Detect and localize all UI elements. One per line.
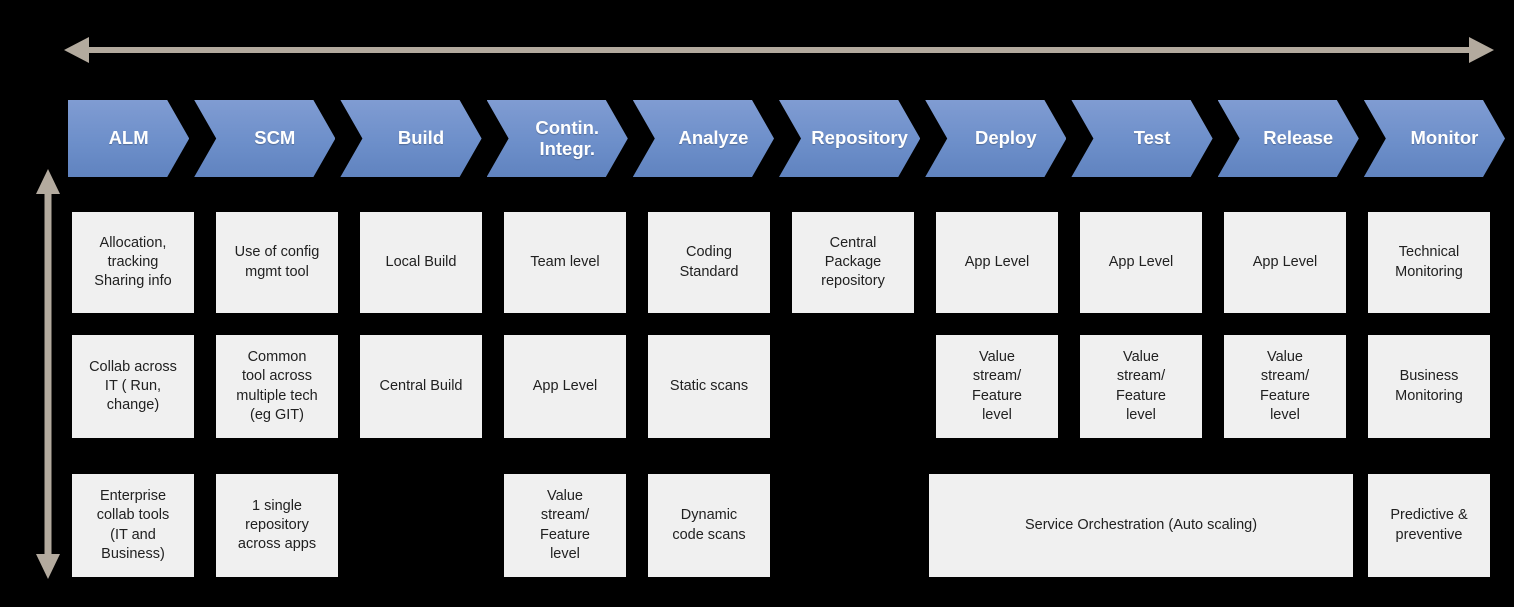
stage-label: Contin. Integr.: [535, 116, 600, 159]
stage-label: Analyze: [678, 127, 749, 149]
box-monitor-row2: Business Monitoring: [1368, 335, 1490, 438]
stage-chevron-continuous-integration: Contin. Integr.: [487, 100, 628, 177]
box-scm-row3: 1 single repository across apps: [216, 474, 338, 577]
box-alm-row1: Allocation, tracking Sharing info: [72, 212, 194, 313]
stage-label: Build: [397, 127, 445, 149]
box-build-row1: Local Build: [360, 212, 482, 313]
box-test-row2: Value stream/ Feature level: [1080, 335, 1202, 438]
box-analyze-row3: Dynamic code scans: [648, 474, 770, 577]
box-ci-row1: Team level: [504, 212, 626, 313]
box-deploy-row1: App Level: [936, 212, 1058, 313]
box-ci-row3: Value stream/ Feature level: [504, 474, 626, 577]
stage-chevron-test: Test: [1071, 100, 1212, 177]
stage-chevron-analyze: Analyze: [633, 100, 774, 177]
box-service-orchestration: Service Orchestration (Auto scaling): [929, 474, 1353, 577]
stage-chevron-deploy: Deploy: [925, 100, 1066, 177]
vertical-maturity-arrow-icon: [36, 169, 60, 579]
box-monitor-row3: Predictive & preventive: [1368, 474, 1490, 577]
maturity-row-3: Enterprise collab tools (IT and Business…: [61, 474, 1501, 577]
maturity-row-2: Collab across IT ( Run, change) Common t…: [61, 335, 1501, 438]
stage-chevron-scm: SCM: [194, 100, 335, 177]
stage-chevron-release: Release: [1218, 100, 1359, 177]
box-release-row1: App Level: [1224, 212, 1346, 313]
stage-label: Monitor: [1410, 127, 1479, 149]
stage-label: Release: [1263, 127, 1334, 149]
maturity-row-1: Allocation, tracking Sharing info Use of…: [61, 212, 1501, 313]
box-test-row1: App Level: [1080, 212, 1202, 313]
box-analyze-row1: Coding Standard: [648, 212, 770, 313]
stage-label: ALM: [108, 127, 149, 149]
box-deploy-row2: Value stream/ Feature level: [936, 335, 1058, 438]
stage-label: SCM: [254, 127, 296, 149]
box-monitor-row1: Technical Monitoring: [1368, 212, 1490, 313]
box-release-row2: Value stream/ Feature level: [1224, 335, 1346, 438]
box-build-row2: Central Build: [360, 335, 482, 438]
stage-label: Repository: [811, 127, 908, 149]
box-alm-row2: Collab across IT ( Run, change): [72, 335, 194, 438]
stage-chevron-band: ALM SCM Build Contin. Integr. Analyze Re…: [68, 100, 1505, 177]
stage-chevron-repository: Repository: [779, 100, 920, 177]
stage-label: Test: [1133, 127, 1171, 149]
box-scm-row2: Common tool across multiple tech (eg GIT…: [216, 335, 338, 438]
box-repository-row1: Central Package repository: [792, 212, 914, 313]
horizontal-flow-arrow-icon: [64, 37, 1494, 63]
stage-label: Deploy: [974, 127, 1037, 149]
stage-chevron-alm: ALM: [68, 100, 189, 177]
stage-chevron-build: Build: [340, 100, 481, 177]
stage-chevron-monitor: Monitor: [1364, 100, 1505, 177]
box-scm-row1: Use of config mgmt tool: [216, 212, 338, 313]
box-analyze-row2: Static scans: [648, 335, 770, 438]
box-alm-row3: Enterprise collab tools (IT and Business…: [72, 474, 194, 577]
box-ci-row2: App Level: [504, 335, 626, 438]
